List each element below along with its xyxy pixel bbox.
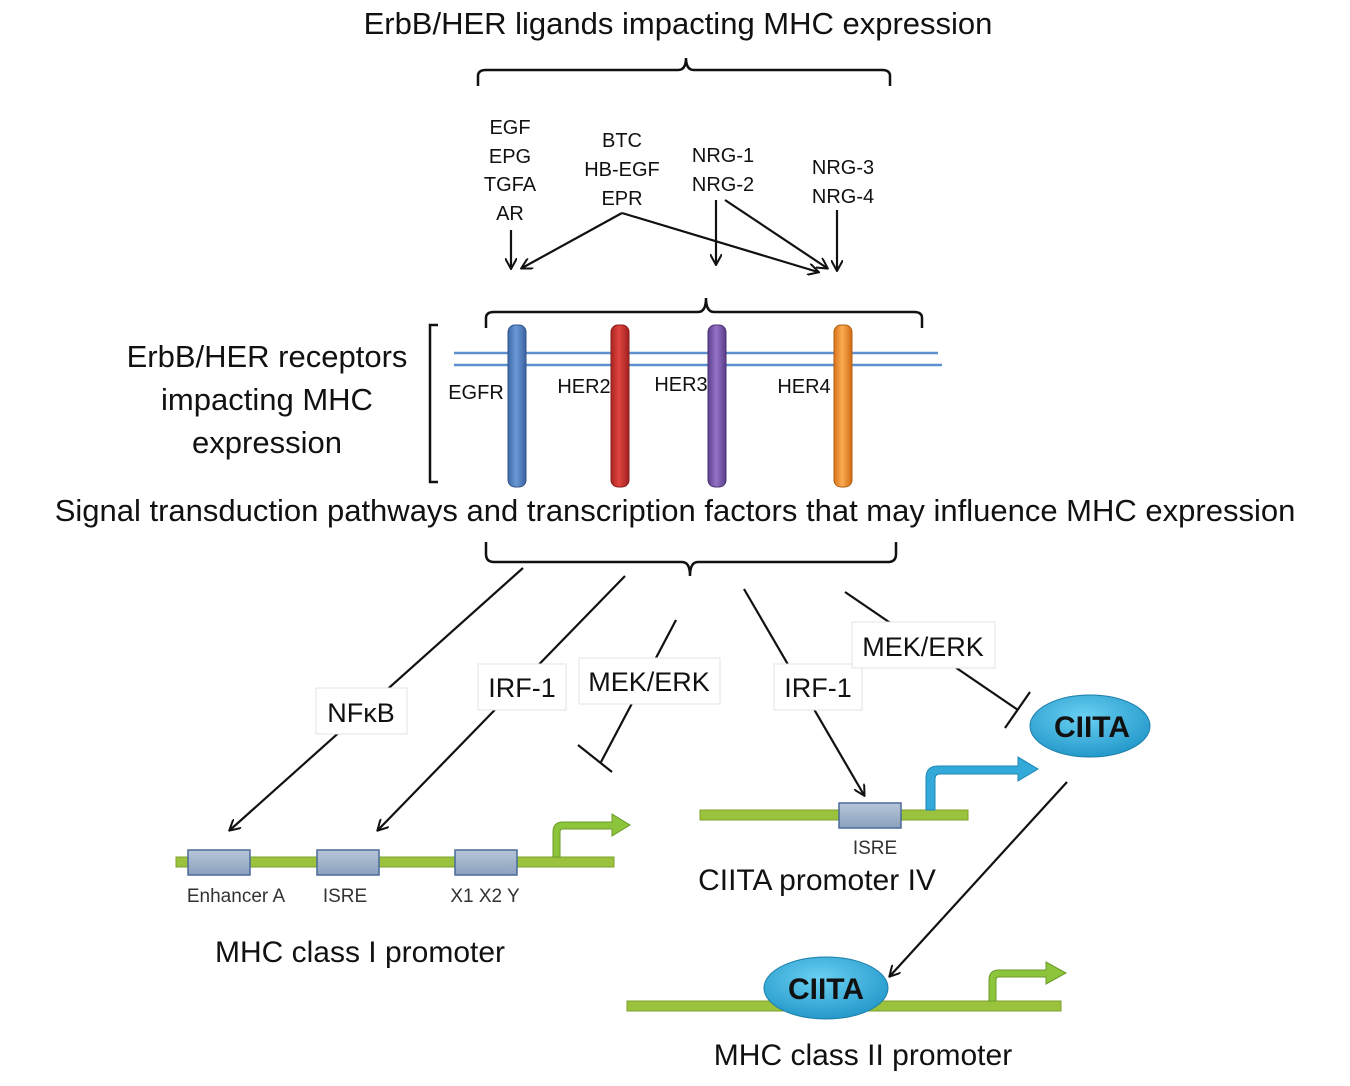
ciita-promoter-iv: ISRE CIITA promoter IV [698,756,1039,897]
mhc1-label-x1x2y: X1 X2 Y [450,886,520,907]
mhc1-box-enhancer-a [187,849,251,876]
pathway-label-nfkb: NFκB [315,687,408,735]
ligands-heading: ErbB/HER ligands impacting MHC expressio… [364,6,993,41]
ciita-to-mhc2-arrow [890,781,1068,976]
pathway-label-mekerk-right: MEK/ERK [851,621,996,669]
arrow-btc-to-egfr [522,212,623,268]
mekerk-right-bar [1004,691,1031,729]
ciita-promoter-dna-strand [699,809,969,821]
pathway-label-mekerk-left-text: MEK/ERK [588,667,710,697]
mhc-class-i-promoter: Enhancer A ISRE X1 X2 Y MHC class I prom… [175,813,631,969]
pathway-label-irf1-right-text: IRF-1 [784,673,852,703]
receptors-brace-top [484,297,924,328]
receptor-her3-label: HER3 [654,374,707,396]
mhc1-box-x1x2y [454,849,518,876]
arrow-btc-to-her4 [621,211,818,272]
arrow-nrg-to-her4 [724,199,827,268]
ligand-tgfa: TGFA [484,174,537,196]
receptors-heading-line-1: ErbB/HER receptors [127,339,408,374]
pathway-label-irf1-right-box [773,663,863,711]
ligand-nrg-3: NRG-3 [812,157,874,179]
ciita-promoter-title: CIITA promoter IV [698,864,936,897]
receptor-her4: HER4 [777,324,853,488]
receptor-egfr: EGFR [448,324,527,488]
pathway-label-mekerk-left: MEK/ERK [578,657,721,705]
ligand-group-nrg12: NRG-1 NRG-2 [692,145,754,196]
pathway-label-irf1-right: IRF-1 [773,663,863,711]
receptors-heading-line-3: expression [192,425,342,460]
ligand-nrg-1: NRG-1 [692,145,754,167]
ligand-egf: EGF [489,117,530,139]
mhc1-label-isre: ISRE [323,886,367,907]
mhc2-ciita-label: CIITA [788,973,864,1006]
ciita-protein: CIITA [1029,694,1151,758]
ligand-ar: AR [496,203,524,225]
pathway-label-irf1-left-box [477,663,567,711]
ciita-protein-label: CIITA [1054,711,1130,744]
pathway-label-nfkb-box [315,687,408,735]
mhc1-label-enhancer-a: Enhancer A [187,886,286,907]
receptor-her2: HER2 [557,324,630,488]
ciita-promoter-transcription-arrow [925,756,1039,811]
receptor-her2-bar [610,324,630,488]
ligand-epg: EPG [489,146,531,168]
receptor-her3-bar [707,324,727,488]
ligand-epr: EPR [601,188,642,210]
receptor-egfr-bar [507,324,527,488]
signal-brace [484,542,898,577]
mekerk-left-bar [577,744,613,773]
ligand-nrg-4: NRG-4 [812,186,874,208]
pathway-label-nfkb-text: NFκB [327,698,395,728]
ligand-arrows [511,199,837,272]
mhc2-ciita-oval [763,956,889,1020]
mhc1-dna-strand [175,856,615,868]
ciita-promoter-box-isre [838,802,902,829]
mhc-class-ii-promoter: CIITA MHC class II promoter [626,956,1068,1072]
pathway-label-irf1-left-text: IRF-1 [488,673,556,703]
mhc2-transcription-arrow [988,961,1068,1002]
receptors-heading: ErbB/HER receptors impacting MHC express… [127,339,408,460]
ligand-group-nrg34: NRG-3 NRG-4 [812,157,874,208]
mhc1-transcription-arrow [552,813,631,858]
signal-heading: Signal transduction pathways and transcr… [55,493,1296,528]
mhc2-title: MHC class II promoter [714,1039,1012,1072]
mhc1-box-isre [316,849,380,876]
ligand-hb-egf: HB-EGF [584,159,660,181]
ciita-promoter-label-isre: ISRE [853,838,897,859]
ligand-btc: BTC [602,130,642,152]
ligand-nrg-2: NRG-2 [692,174,754,196]
receptor-her2-label: HER2 [557,376,610,398]
receptors-heading-line-2: impacting MHC [161,382,373,417]
receptors-bracket-left [428,323,438,484]
ligand-group-egf: EGF EPG TGFA AR [484,117,537,225]
receptor-her3: HER3 [654,324,727,488]
ciita-protein-oval [1029,694,1151,758]
pathway-label-mekerk-right-text: MEK/ERK [862,632,984,662]
pathway-label-mekerk-right-box [851,621,996,669]
receptor-her4-bar [833,324,853,488]
mhc1-title: MHC class I promoter [215,936,505,969]
ligands-brace [476,57,892,86]
pathway-label-mekerk-left-box [578,657,721,705]
receptor-egfr-label: EGFR [448,382,504,404]
ligand-group-btc: BTC HB-EGF EPR [584,130,660,210]
receptor-her4-label: HER4 [777,376,830,398]
pathway-label-irf1-left: IRF-1 [477,663,567,711]
